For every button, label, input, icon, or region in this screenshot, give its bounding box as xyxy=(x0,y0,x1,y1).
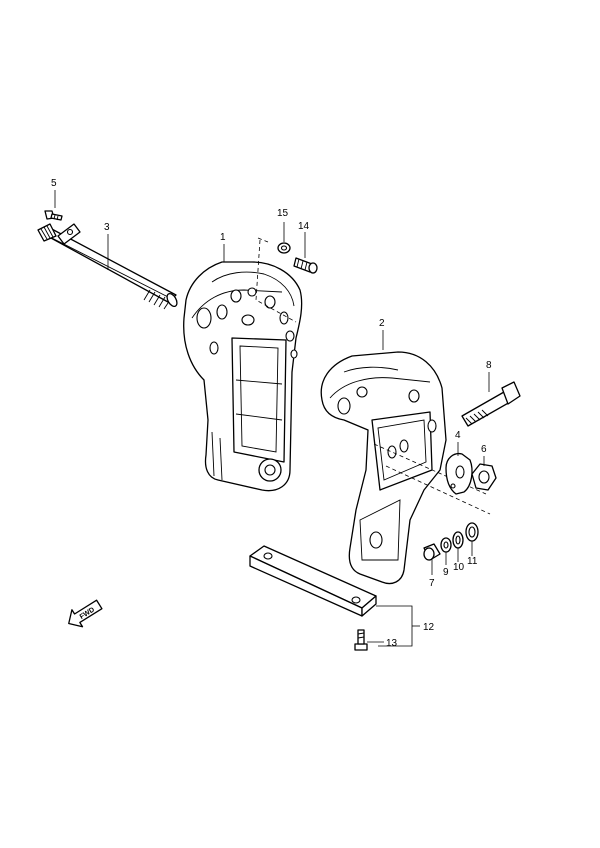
part-1-clamp-bracket[interactable] xyxy=(183,261,303,492)
callout-5: 5 xyxy=(51,178,57,189)
leader-lines xyxy=(54,190,490,647)
part-13-bolt[interactable] xyxy=(354,629,368,651)
fwd-arrow-icon: FWD xyxy=(68,599,103,628)
callout-12: 12 xyxy=(423,622,435,633)
callout-3: 3 xyxy=(104,222,110,233)
callout-13: 13 xyxy=(386,638,398,649)
callout-1: 1 xyxy=(220,232,226,243)
callout-2: 2 xyxy=(379,318,385,329)
part-12-flat-bar[interactable] xyxy=(249,545,377,617)
callout-4: 4 xyxy=(455,430,461,441)
part-2-clamp-bracket[interactable] xyxy=(320,351,447,585)
callout-6: 6 xyxy=(481,444,487,455)
part-9-collar[interactable] xyxy=(440,537,452,553)
part-3-shaft[interactable] xyxy=(37,223,179,310)
callout-15: 15 xyxy=(277,208,289,219)
part-6-nut[interactable] xyxy=(471,463,497,491)
callout-10: 10 xyxy=(453,562,465,573)
callout-14: 14 xyxy=(298,221,310,232)
part-11-washer[interactable] xyxy=(465,522,479,542)
callout-11: 11 xyxy=(467,556,478,567)
part-15-washer[interactable] xyxy=(277,242,291,254)
callout-8: 8 xyxy=(486,360,492,371)
assembly-line-bracket-2 xyxy=(373,443,491,515)
callout-7: 7 xyxy=(429,578,435,589)
part-4-plate[interactable] xyxy=(445,452,473,495)
part-14-screw[interactable] xyxy=(293,257,318,274)
fwd-label: FWD xyxy=(79,606,96,620)
part-5-bolt[interactable] xyxy=(44,210,63,221)
part-7-bushing[interactable] xyxy=(423,543,441,561)
part-10-washer[interactable] xyxy=(452,531,464,549)
callout-9: 9 xyxy=(443,567,449,578)
part-8-bolt[interactable] xyxy=(461,381,521,427)
assembly-line-bracket-1 xyxy=(255,237,297,323)
